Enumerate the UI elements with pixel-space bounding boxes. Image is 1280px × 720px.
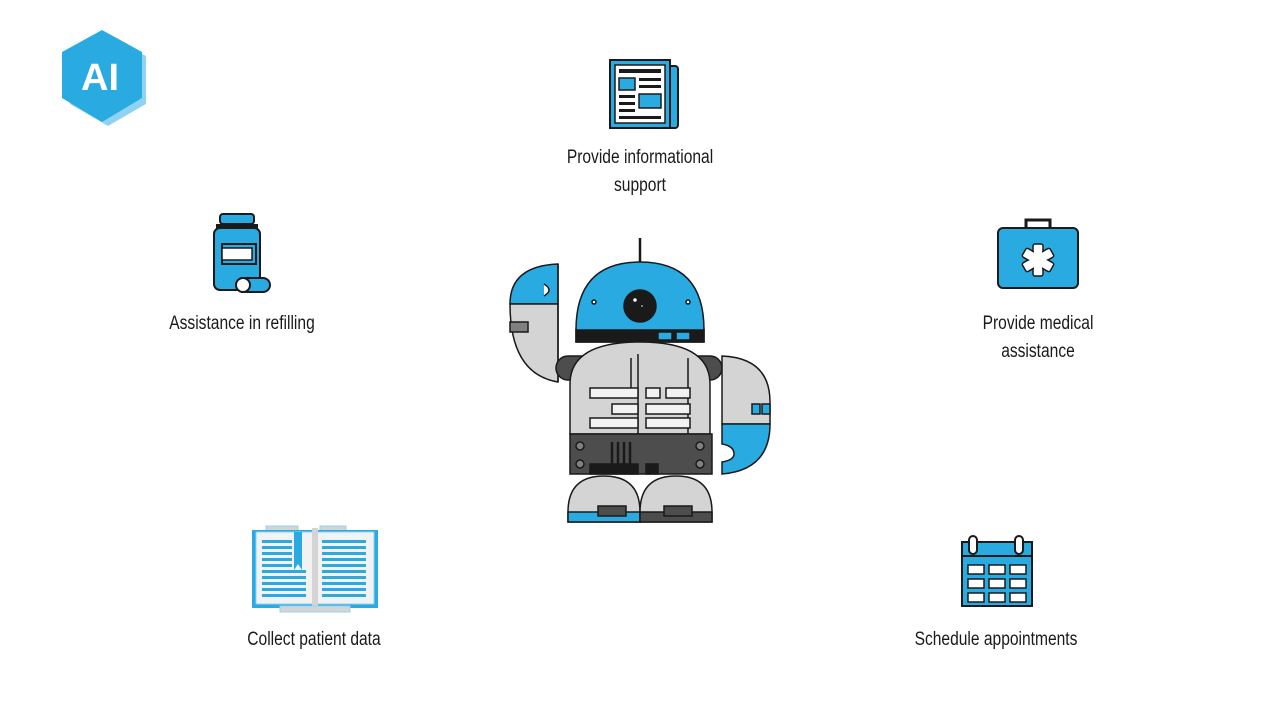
medical-kit-icon — [996, 216, 1080, 290]
calendar-icon — [960, 534, 1034, 608]
label-patient-data: Collect patient data — [247, 629, 381, 650]
logo-text: AI — [81, 57, 119, 99]
label-informational: Provide informational support — [566, 147, 714, 196]
ai-hexagon-logo-icon: AI — [62, 30, 146, 126]
robot-illustration — [500, 234, 780, 528]
label-appointments: Schedule appointments — [914, 629, 1078, 650]
medicine-bottle-icon — [208, 212, 274, 298]
ai-logo: AI — [56, 28, 152, 132]
label-medical: Provide medical assistance — [982, 313, 1094, 362]
newspaper-icon — [606, 58, 682, 132]
label-refilling: Assistance in refilling — [169, 313, 315, 334]
open-book-icon — [250, 524, 380, 614]
